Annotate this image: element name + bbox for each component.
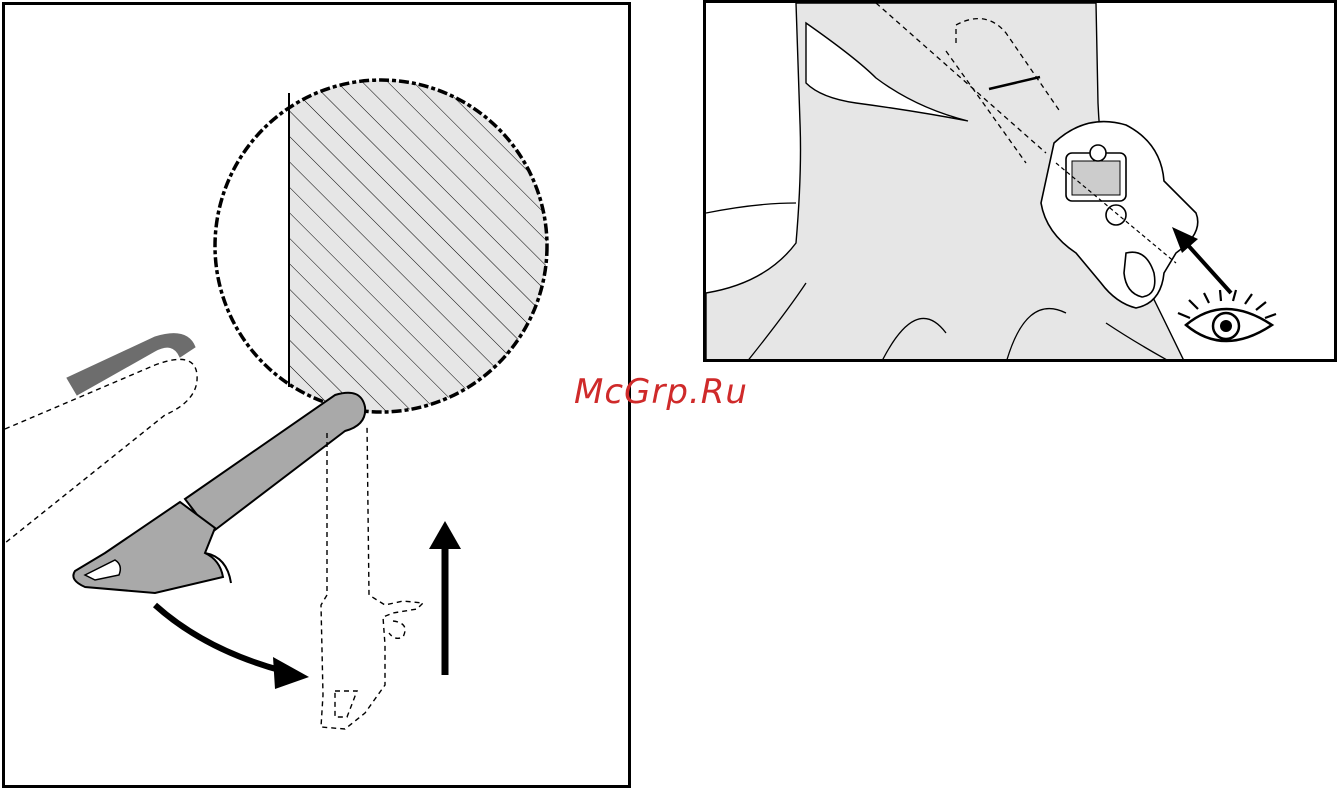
pivot-arrow-icon	[155, 605, 309, 689]
right-diagram-panel	[703, 0, 1337, 362]
right-diagram-svg	[706, 3, 1337, 362]
saw-bar-dashed-lower	[321, 425, 423, 729]
left-diagram-panel	[2, 2, 631, 788]
eye-icon	[1178, 290, 1276, 341]
left-diagram-svg	[5, 5, 631, 788]
up-arrow-icon	[429, 521, 461, 675]
sight-arrow-icon	[1172, 227, 1231, 293]
log-cross-section	[215, 65, 589, 425]
watermark-text: McGrp.Ru	[574, 372, 784, 422]
saw-bar-solid	[73, 393, 365, 593]
saw-bar-tip-dark	[67, 334, 195, 395]
